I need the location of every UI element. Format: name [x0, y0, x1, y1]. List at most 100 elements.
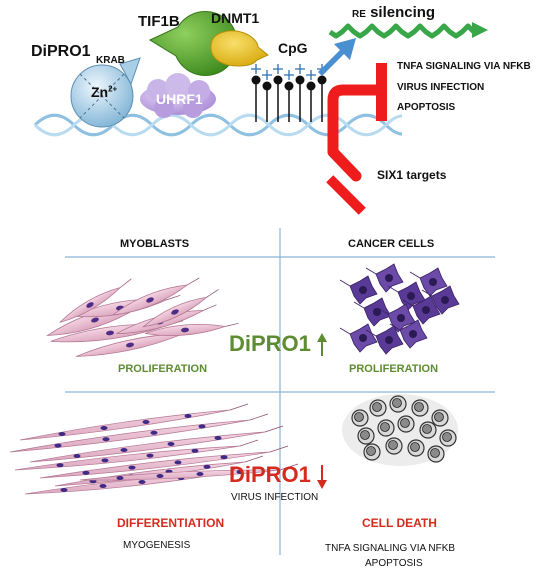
apoptotic-cell [351, 409, 369, 427]
nucleus [422, 306, 430, 314]
nucleus [441, 296, 449, 304]
cpg-label: CpG [278, 40, 308, 56]
protrusion [365, 329, 377, 337]
zinc-label: Zn2+ [91, 84, 117, 100]
nucleus [73, 454, 81, 458]
fiber-tail [279, 463, 299, 471]
nucleus [150, 430, 158, 435]
re-silencing-label: RE silencing [352, 4, 435, 21]
condensed-nucleus [380, 422, 390, 432]
apoptotic-cell [357, 427, 375, 445]
condensed-nucleus [400, 418, 410, 428]
protrusion [402, 299, 414, 307]
sparkle [295, 64, 305, 74]
apoptotic-cell [363, 443, 381, 461]
filopodium [224, 322, 239, 327]
protrusion [389, 323, 401, 331]
cancer-cell [389, 319, 428, 349]
fiber-tail [249, 413, 269, 421]
uhrf1-protein [140, 73, 216, 118]
filopodium [203, 304, 217, 311]
condensed-nucleus [414, 402, 424, 412]
methyl-group [284, 81, 294, 91]
zinc-symbol: Zn [91, 84, 109, 100]
apoptotic-cell [419, 421, 437, 439]
condensed-nucleus [430, 448, 440, 458]
nucleus [102, 437, 110, 442]
dipro1-zinc-finger [70, 64, 134, 128]
apoptotic-cell [407, 439, 425, 457]
fiber-tail [264, 425, 284, 433]
tif1b-label: TIF1B [138, 13, 180, 30]
nucleus [397, 314, 405, 322]
condensed-nucleus [366, 446, 376, 456]
sparkle [273, 64, 283, 74]
nucleus [407, 292, 415, 300]
protrusion [421, 289, 433, 297]
re-silencing-zigzag [328, 22, 488, 39]
protrusion [339, 327, 351, 335]
nucleus [100, 426, 108, 430]
nucleus [116, 476, 124, 480]
fiber-tail [269, 445, 289, 453]
nucleus [126, 342, 134, 348]
myotube-fiber [39, 445, 289, 479]
nucleus [373, 308, 381, 316]
apoptotic-cell [377, 419, 395, 437]
inhibition-bars [326, 63, 387, 215]
pathway-virus-infection: VIRUS INFECTION [397, 82, 485, 93]
nucleus [181, 327, 189, 333]
zigzag-line [328, 23, 476, 39]
column-header-cancer-cells: CANCER CELLS [348, 238, 435, 250]
silencing-arrow [318, 38, 356, 76]
protrusion [409, 271, 421, 279]
virus-infection-low: VIRUS INFECTION [231, 492, 319, 503]
myotube-fiber [79, 463, 299, 481]
myotube-fiber [29, 425, 284, 463]
nucleus [106, 330, 114, 336]
condensed-nucleus [354, 412, 364, 422]
apoptotic-cell [369, 399, 387, 417]
protrusion [387, 285, 399, 293]
zigzag-arrowhead [472, 22, 488, 38]
myoblast-cell [141, 289, 219, 328]
cancer-cell [339, 323, 378, 353]
apoptosis-low-label: APOPTOSIS [365, 558, 423, 569]
condensed-nucleus [442, 432, 452, 442]
dnmt1-label: DNMT1 [211, 10, 260, 26]
cancer-cell [409, 267, 448, 297]
nucleus [214, 436, 222, 440]
apoptotic-cell [389, 395, 407, 413]
fiber-tail [244, 455, 264, 463]
nucleus [191, 448, 199, 453]
proliferation-cancer: PROLIFERATION [349, 363, 439, 375]
nucleus [236, 470, 244, 474]
nucleus [101, 458, 109, 463]
krab-label: KRAB [96, 55, 125, 66]
myotubes-illustration [9, 403, 299, 495]
cpg-methylation-sites [251, 64, 327, 122]
differentiation-label: DIFFERENTIATION [117, 516, 225, 530]
cancer-cell [387, 281, 426, 311]
cancer-cell [402, 295, 441, 325]
nucleus [138, 480, 146, 484]
nucleus [142, 420, 150, 424]
apoptotic-cell [431, 409, 449, 427]
nucleus [359, 286, 367, 294]
zinc-charge: 2+ [108, 84, 118, 94]
nucleus [174, 460, 182, 465]
methyl-group [295, 75, 305, 85]
condensed-nucleus [372, 402, 382, 412]
dipro1-high-label: DiPRO1 [229, 331, 311, 356]
protrusion [377, 307, 389, 315]
krab-domain [119, 57, 141, 86]
cancer-cell [421, 285, 460, 315]
dipro1-down-arrow [317, 465, 327, 489]
nucleus [128, 465, 136, 470]
nucleus [429, 278, 437, 286]
six1-targets-label: SIX1 targets [377, 168, 447, 182]
apoptotic-cell [397, 415, 415, 433]
nucleus [60, 488, 68, 492]
protrusion [365, 267, 377, 275]
myotube-fiber [19, 403, 249, 441]
